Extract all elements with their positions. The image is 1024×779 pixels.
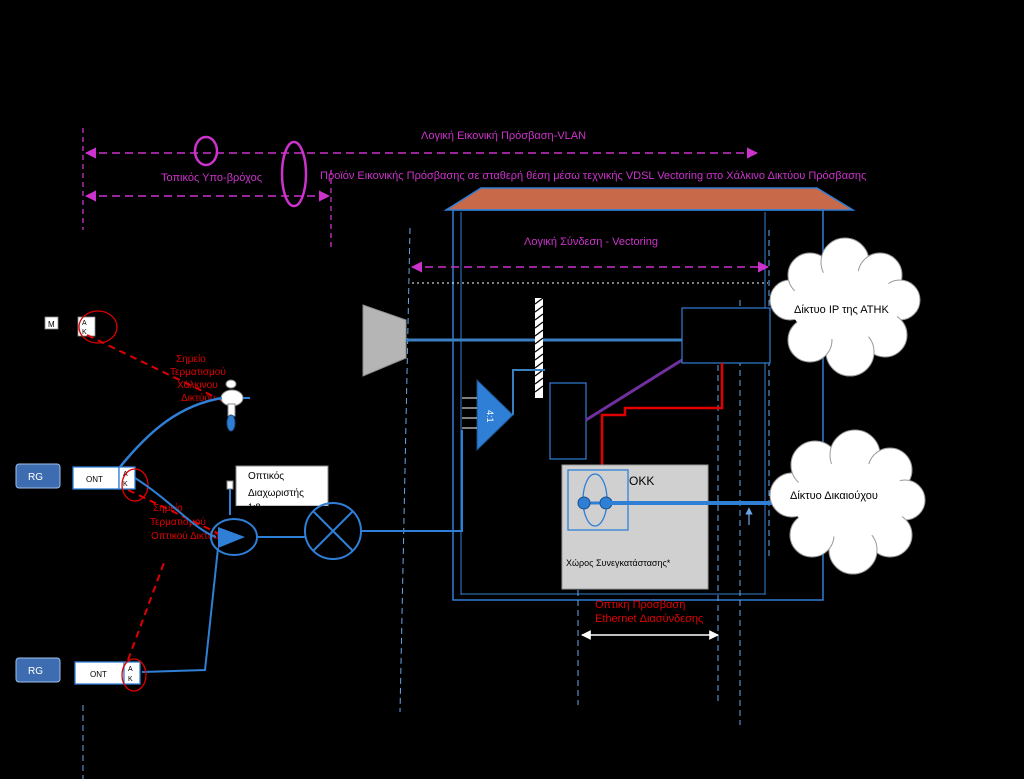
optical-access-label-1: Οπτική Πρόσβαση [595, 599, 685, 611]
vectoring-label: Λογική Σύνδεση - Vectoring [524, 236, 658, 248]
beneficiary-network-label: Δίκτυο Δικαιούχου [790, 490, 878, 502]
colocation-label: Χώρος Συνεγκατάστασης* [566, 558, 671, 568]
building-walls [452, 209, 824, 601]
local-subloop-label: Τοπικός Υπο-βρόχος [161, 172, 262, 184]
optical-coupler-circle [304, 502, 362, 560]
okk-patch-panel [567, 469, 629, 531]
copper-termination-label-2: Τερματισμού [170, 366, 226, 378]
splitter-label-2: Διαχωριστής [248, 487, 304, 499]
copper-termination-label-1: Σημείο [176, 353, 206, 365]
optical-access-label-2: Ethernet Διασύνδεσης [595, 613, 703, 625]
m-box [44, 316, 59, 330]
splitter-top-connector [226, 480, 234, 490]
dslam-trapezoid [362, 304, 407, 377]
red-optical-path [600, 363, 724, 467]
optical-termination-label-1: Σημείο [153, 502, 183, 514]
product-label: Προϊόν Εικονικής Πρόσβασης σε σταθερή θέ… [320, 170, 866, 182]
patch-bar-stripes [534, 297, 544, 393]
copper-termination-dashed-line [86, 334, 226, 403]
m-label: M [48, 320, 55, 329]
ak-2-label-a: Α [128, 666, 133, 673]
ip-network-cloud [769, 237, 921, 377]
mux-input-lines [462, 397, 477, 429]
product-ellipse [280, 140, 308, 208]
optical-termination-label-2: Τερματισμού [150, 516, 206, 528]
coupler-to-mux-line [361, 430, 463, 532]
subloop-ellipse-small [193, 135, 219, 167]
okk-label: ΟΚΚ [629, 474, 654, 488]
ont-label-2: ONT [90, 670, 107, 679]
rg-label-2: RG [28, 666, 43, 677]
ak-top-label-a: Α [82, 320, 87, 327]
rg-box-2 [15, 657, 61, 683]
splitter-label-mask [236, 506, 328, 514]
ak-2-red-ring [121, 658, 147, 692]
patch-bar [535, 298, 543, 398]
ak-1-label-k: Κ [123, 481, 128, 488]
optical-termination-dashed-line-1 [127, 489, 229, 539]
rg-box-1 [15, 463, 61, 489]
okk-port-left [577, 496, 591, 510]
ak-top-label-k: Κ [82, 329, 87, 336]
rg-label-1: RG [28, 472, 43, 483]
purple-link [585, 358, 683, 422]
copper-drop-line [119, 396, 223, 468]
ip-network-label: Δίκτυο IP της ΑΤΗΚ [794, 304, 889, 316]
ak-2-label-k: Κ [128, 676, 133, 683]
mux-triangle [476, 378, 514, 452]
ak-1-red-ring [121, 468, 149, 502]
vlan-label: Λογική Εικονική Πρόσβαση-VLAN [421, 130, 586, 142]
building-roof [443, 187, 856, 211]
splitter-label-1: Οπτικός [248, 470, 284, 482]
ak-box-top [77, 316, 96, 337]
olt-unit-box [549, 382, 587, 460]
splitter-label-box [235, 465, 329, 507]
ip-router-box [681, 307, 771, 364]
fiber-line-2 [141, 547, 219, 673]
beneficiary-network-cloud [769, 429, 926, 575]
mux-ratio-label: 4:1 [485, 410, 495, 423]
guide-line-1 [399, 227, 411, 713]
copper-termination-device [220, 379, 250, 432]
fiber-line-1 [134, 477, 217, 538]
ont-label-1: ONT [86, 475, 103, 484]
splitter-triangle [218, 527, 245, 548]
optical-termination-dashed-line-2 [127, 559, 166, 661]
mux-output-line [512, 369, 545, 415]
okk-box [561, 464, 709, 590]
ak-box-2 [123, 661, 141, 685]
copper-termination-label-3: Χάλκινου [177, 379, 218, 391]
ak-top-red-ring [78, 310, 118, 344]
copper-termination-label-4: Δικτύου [181, 392, 215, 404]
